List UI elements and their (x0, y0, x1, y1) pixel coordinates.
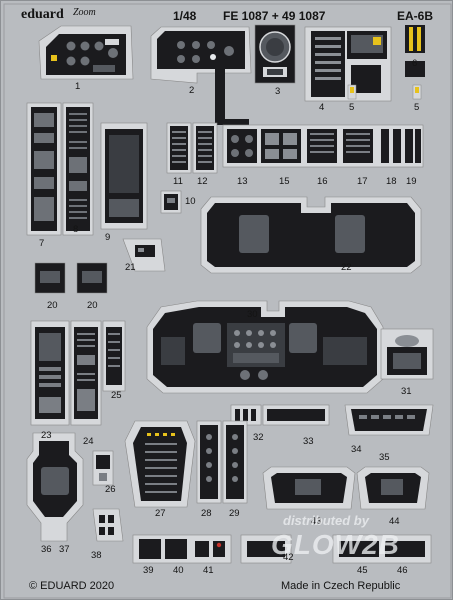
part-number-6: 6 (412, 58, 418, 69)
part-4 (304, 26, 392, 102)
part-32 (230, 404, 262, 426)
part-23 (30, 320, 70, 426)
part-number-4: 4 (319, 102, 325, 113)
part-number-45: 45 (357, 565, 368, 576)
part-number-9: 9 (105, 232, 111, 243)
brand-script: Zoom (73, 7, 96, 18)
part-11 (166, 122, 192, 174)
part-42 (240, 534, 292, 564)
part-number-19: 19 (406, 176, 417, 187)
part-8 (62, 102, 94, 236)
watermark-line-2: GLOW2B (271, 529, 400, 560)
part-number-23: 23 (41, 430, 52, 441)
part-number-5b: 5 (414, 102, 420, 113)
part-number-29: 29 (229, 508, 240, 519)
part-5-left (347, 84, 357, 100)
part-number-8: 8 (73, 224, 79, 235)
part-number-27: 27 (155, 508, 166, 519)
brand-logo: eduard (21, 7, 64, 22)
part-1 (38, 25, 134, 80)
part-6 (405, 25, 425, 77)
part-number-32: 32 (253, 432, 264, 443)
part-45-46 (332, 534, 432, 564)
part-26 (92, 450, 114, 486)
part-number-17: 17 (357, 176, 368, 187)
part-10 (160, 190, 182, 214)
part-38 (92, 508, 124, 542)
part-number-40: 40 (173, 565, 184, 576)
part-24 (70, 320, 102, 426)
aircraft-label: EA-6B (397, 9, 434, 23)
part-number-44: 44 (389, 516, 400, 527)
part-number-7: 7 (39, 238, 45, 249)
part-number-16: 16 (317, 176, 328, 187)
parts-13-19-strip (222, 124, 424, 168)
set-numbers: FE 1087 + 49 1087 (223, 9, 326, 23)
part-number-25: 25 (111, 390, 122, 401)
part-number-21: 21 (125, 262, 136, 273)
part-20-left (34, 262, 66, 294)
part-number-24: 24 (83, 436, 94, 447)
part-number-43: 43 (311, 516, 322, 527)
scale-label: 1/48 (173, 9, 197, 23)
part-number-3: 3 (275, 86, 281, 97)
part-number-41: 41 (203, 565, 214, 576)
part-number-20b: 20 (87, 300, 98, 311)
origin-label: Made in Czech Republic (281, 580, 401, 592)
part-number-1: 1 (75, 81, 81, 92)
part-number-10: 10 (185, 196, 196, 207)
part-12 (192, 122, 218, 174)
part-number-31: 31 (401, 386, 412, 397)
part-39-40-41 (132, 534, 232, 564)
sheet-frame (3, 3, 452, 599)
part-34-35 (344, 404, 434, 436)
part-number-34: 34 (351, 444, 362, 455)
part-27 (124, 420, 196, 508)
part-number-38: 38 (91, 550, 102, 561)
part-3 (254, 24, 296, 84)
copyright-label: © EDUARD 2020 (29, 580, 115, 592)
part-number-42: 42 (283, 552, 294, 563)
part-31 (380, 328, 434, 380)
part-43 (262, 466, 356, 510)
part-number-15: 15 (279, 176, 290, 187)
part-9 (100, 122, 148, 230)
part-5-right (412, 84, 422, 100)
part-number-37: 37 (59, 544, 70, 555)
part-44 (356, 466, 430, 510)
part-number-30: 30 (247, 309, 258, 320)
part-number-12: 12 (197, 176, 208, 187)
part-number-18: 18 (386, 176, 397, 187)
part-number-13: 13 (237, 176, 248, 187)
part-number-22: 22 (341, 262, 352, 273)
part-number-39: 39 (143, 565, 154, 576)
part-36-37 (26, 432, 84, 542)
part-28 (196, 420, 222, 504)
part-21 (122, 238, 166, 272)
part-number-33: 33 (303, 436, 314, 447)
part-20-right (76, 262, 108, 294)
part-number-26: 26 (105, 484, 116, 495)
part-number-28: 28 (201, 508, 212, 519)
part-number-36: 36 (41, 544, 52, 555)
watermark-line-1: distributed by (283, 513, 369, 528)
part-number-20a: 20 (47, 300, 58, 311)
part-30 (146, 300, 384, 394)
part-number-11: 11 (173, 176, 183, 187)
part-22 (200, 196, 422, 274)
part-number-35: 35 (379, 452, 390, 463)
part-number-46: 46 (397, 565, 408, 576)
part-number-5a: 5 (349, 102, 355, 113)
part-2 (150, 26, 252, 125)
part-29 (222, 420, 248, 504)
part-25 (102, 320, 126, 392)
part-33 (262, 404, 330, 426)
part-7 (26, 102, 62, 236)
part-number-2: 2 (189, 85, 195, 96)
